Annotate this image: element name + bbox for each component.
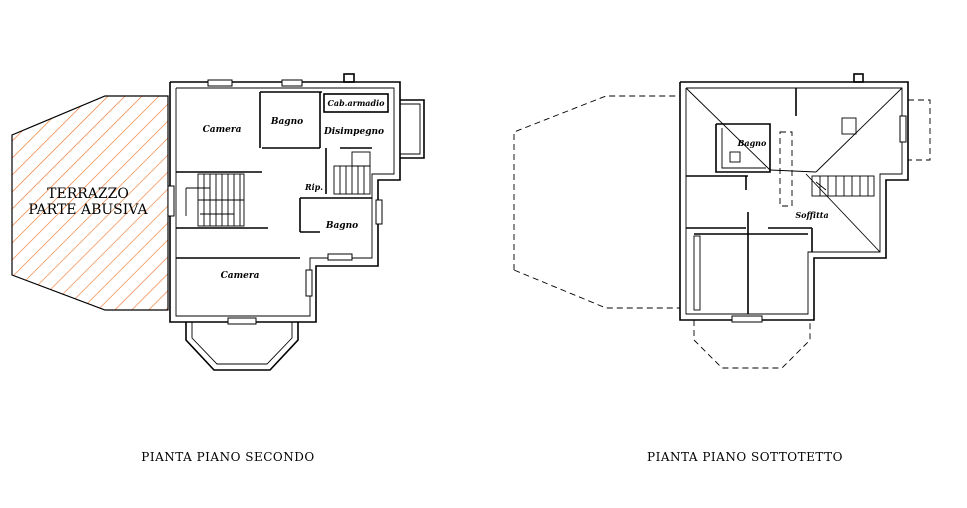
flue-dashed — [779, 131, 793, 207]
windows-right — [731, 115, 907, 323]
staircase-attic — [811, 175, 875, 197]
balcony-right — [400, 99, 425, 159]
balcony-dashed — [908, 99, 931, 161]
room-label-disimpegno: Disimpegno — [323, 127, 384, 137]
small-fixture — [729, 151, 741, 163]
plan-piano-secondo: TERRAZZO PARTE ABUSIVA Camera Bagno Cab.… — [11, 73, 425, 464]
plan-piano-sottotetto: Bagno Soffitta PIANTA PIANO SOTTOTETTO — [513, 73, 931, 464]
terrace-label-line1: TERRAZZO — [47, 186, 129, 202]
room-label-bagno-bottom: Bagno — [325, 221, 358, 231]
caption-piano-sottotetto: PIANTA PIANO SOTTOTETTO — [647, 450, 843, 464]
terrace-outline-dashed — [513, 95, 681, 309]
outer-walls — [169, 81, 401, 323]
roof-hip-lines — [685, 87, 903, 253]
room-label-soffitta: Soffitta — [795, 210, 828, 220]
staircase-main — [185, 173, 245, 227]
room-label-cab-armadio: Cab.armadio — [328, 98, 386, 108]
bay-window — [185, 322, 299, 371]
chimney-attic — [853, 73, 864, 83]
room-label-camera-bottom: Camera — [221, 271, 260, 281]
room-label-bagno-top: Bagno — [270, 117, 303, 127]
room-label-rip: Rip. — [304, 182, 323, 192]
outer-walls-attic — [679, 81, 909, 321]
skylight — [841, 117, 857, 135]
terrace-hatched-area — [11, 95, 169, 311]
room-label-camera-top: Camera — [203, 125, 242, 135]
chimney — [343, 73, 355, 83]
staircase-secondary — [333, 151, 371, 195]
terrace-label-line2: PARTE ABUSIVA — [28, 202, 148, 218]
bay-window-dashed — [693, 320, 811, 369]
windows-left — [167, 79, 383, 325]
interior-walls-attic — [686, 88, 813, 314]
interior-walls-left — [176, 91, 389, 259]
caption-piano-secondo: PIANTA PIANO SECONDO — [141, 450, 314, 464]
room-label-bagno-attic: Bagno — [737, 138, 767, 148]
